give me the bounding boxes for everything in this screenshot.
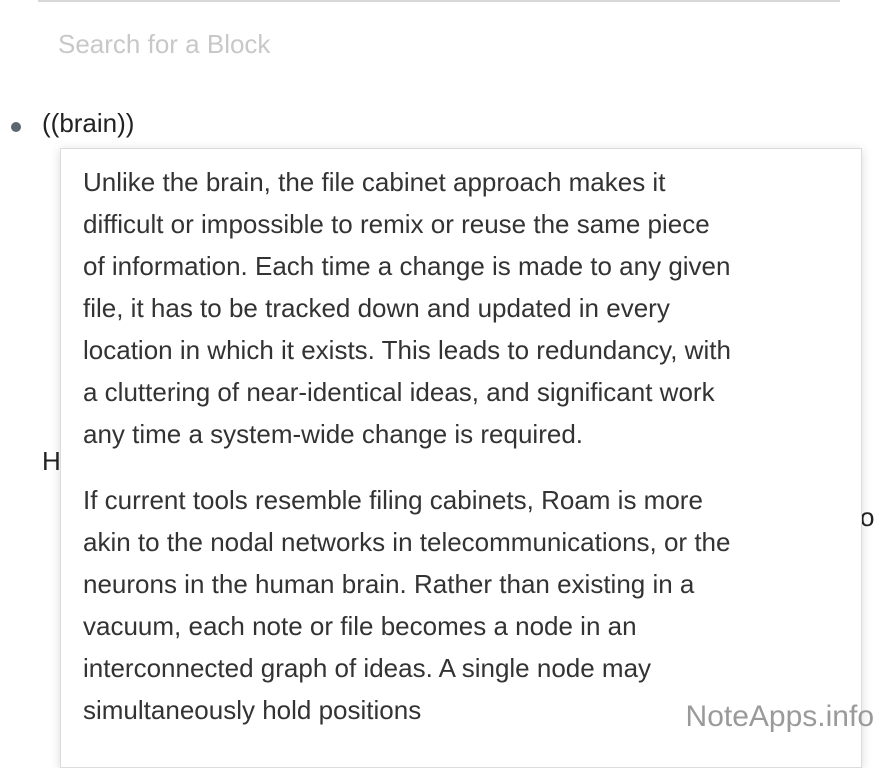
text-line: file, it has to be tracked down and upda…	[83, 293, 670, 323]
popup-paragraph: If current tools resemble filing cabinet…	[83, 479, 730, 731]
text-line: Unlike the brain, the file cabinet appro…	[83, 167, 666, 197]
text-line: If current tools resemble filing cabinet…	[83, 485, 703, 515]
text-line: any time a system-wide change is require…	[83, 419, 584, 449]
block-preview-popup: Unlike the brain, the file cabinet appro…	[60, 148, 862, 768]
block-reference[interactable]: ((brain))	[42, 108, 135, 138]
divider	[38, 0, 840, 2]
popup-paragraph: Unlike the brain, the file cabinet appro…	[83, 161, 731, 455]
text-line: a cluttering of near-identical ideas, an…	[83, 377, 715, 407]
bullet-icon[interactable]	[11, 122, 21, 132]
text-line: difficult or impossible to remix or reus…	[83, 209, 710, 239]
text-line: location in which it exists. This leads …	[83, 335, 731, 365]
text-line: of information. Each time a change is ma…	[83, 251, 731, 281]
background-text-fragment: o	[860, 502, 875, 532]
block-search-input[interactable]	[56, 24, 760, 64]
text-line: interconnected graph of ideas. A single …	[83, 653, 652, 683]
watermark: NoteApps.info	[685, 700, 874, 733]
background-text-fragment: H	[42, 446, 61, 476]
text-line: akin to the nodal networks in telecommun…	[83, 527, 731, 557]
text-line: vacuum, each note or file becomes a node…	[83, 611, 637, 641]
text-line: simultaneously hold positions	[83, 695, 422, 725]
text-line: neurons in the human brain. Rather than …	[83, 569, 695, 599]
